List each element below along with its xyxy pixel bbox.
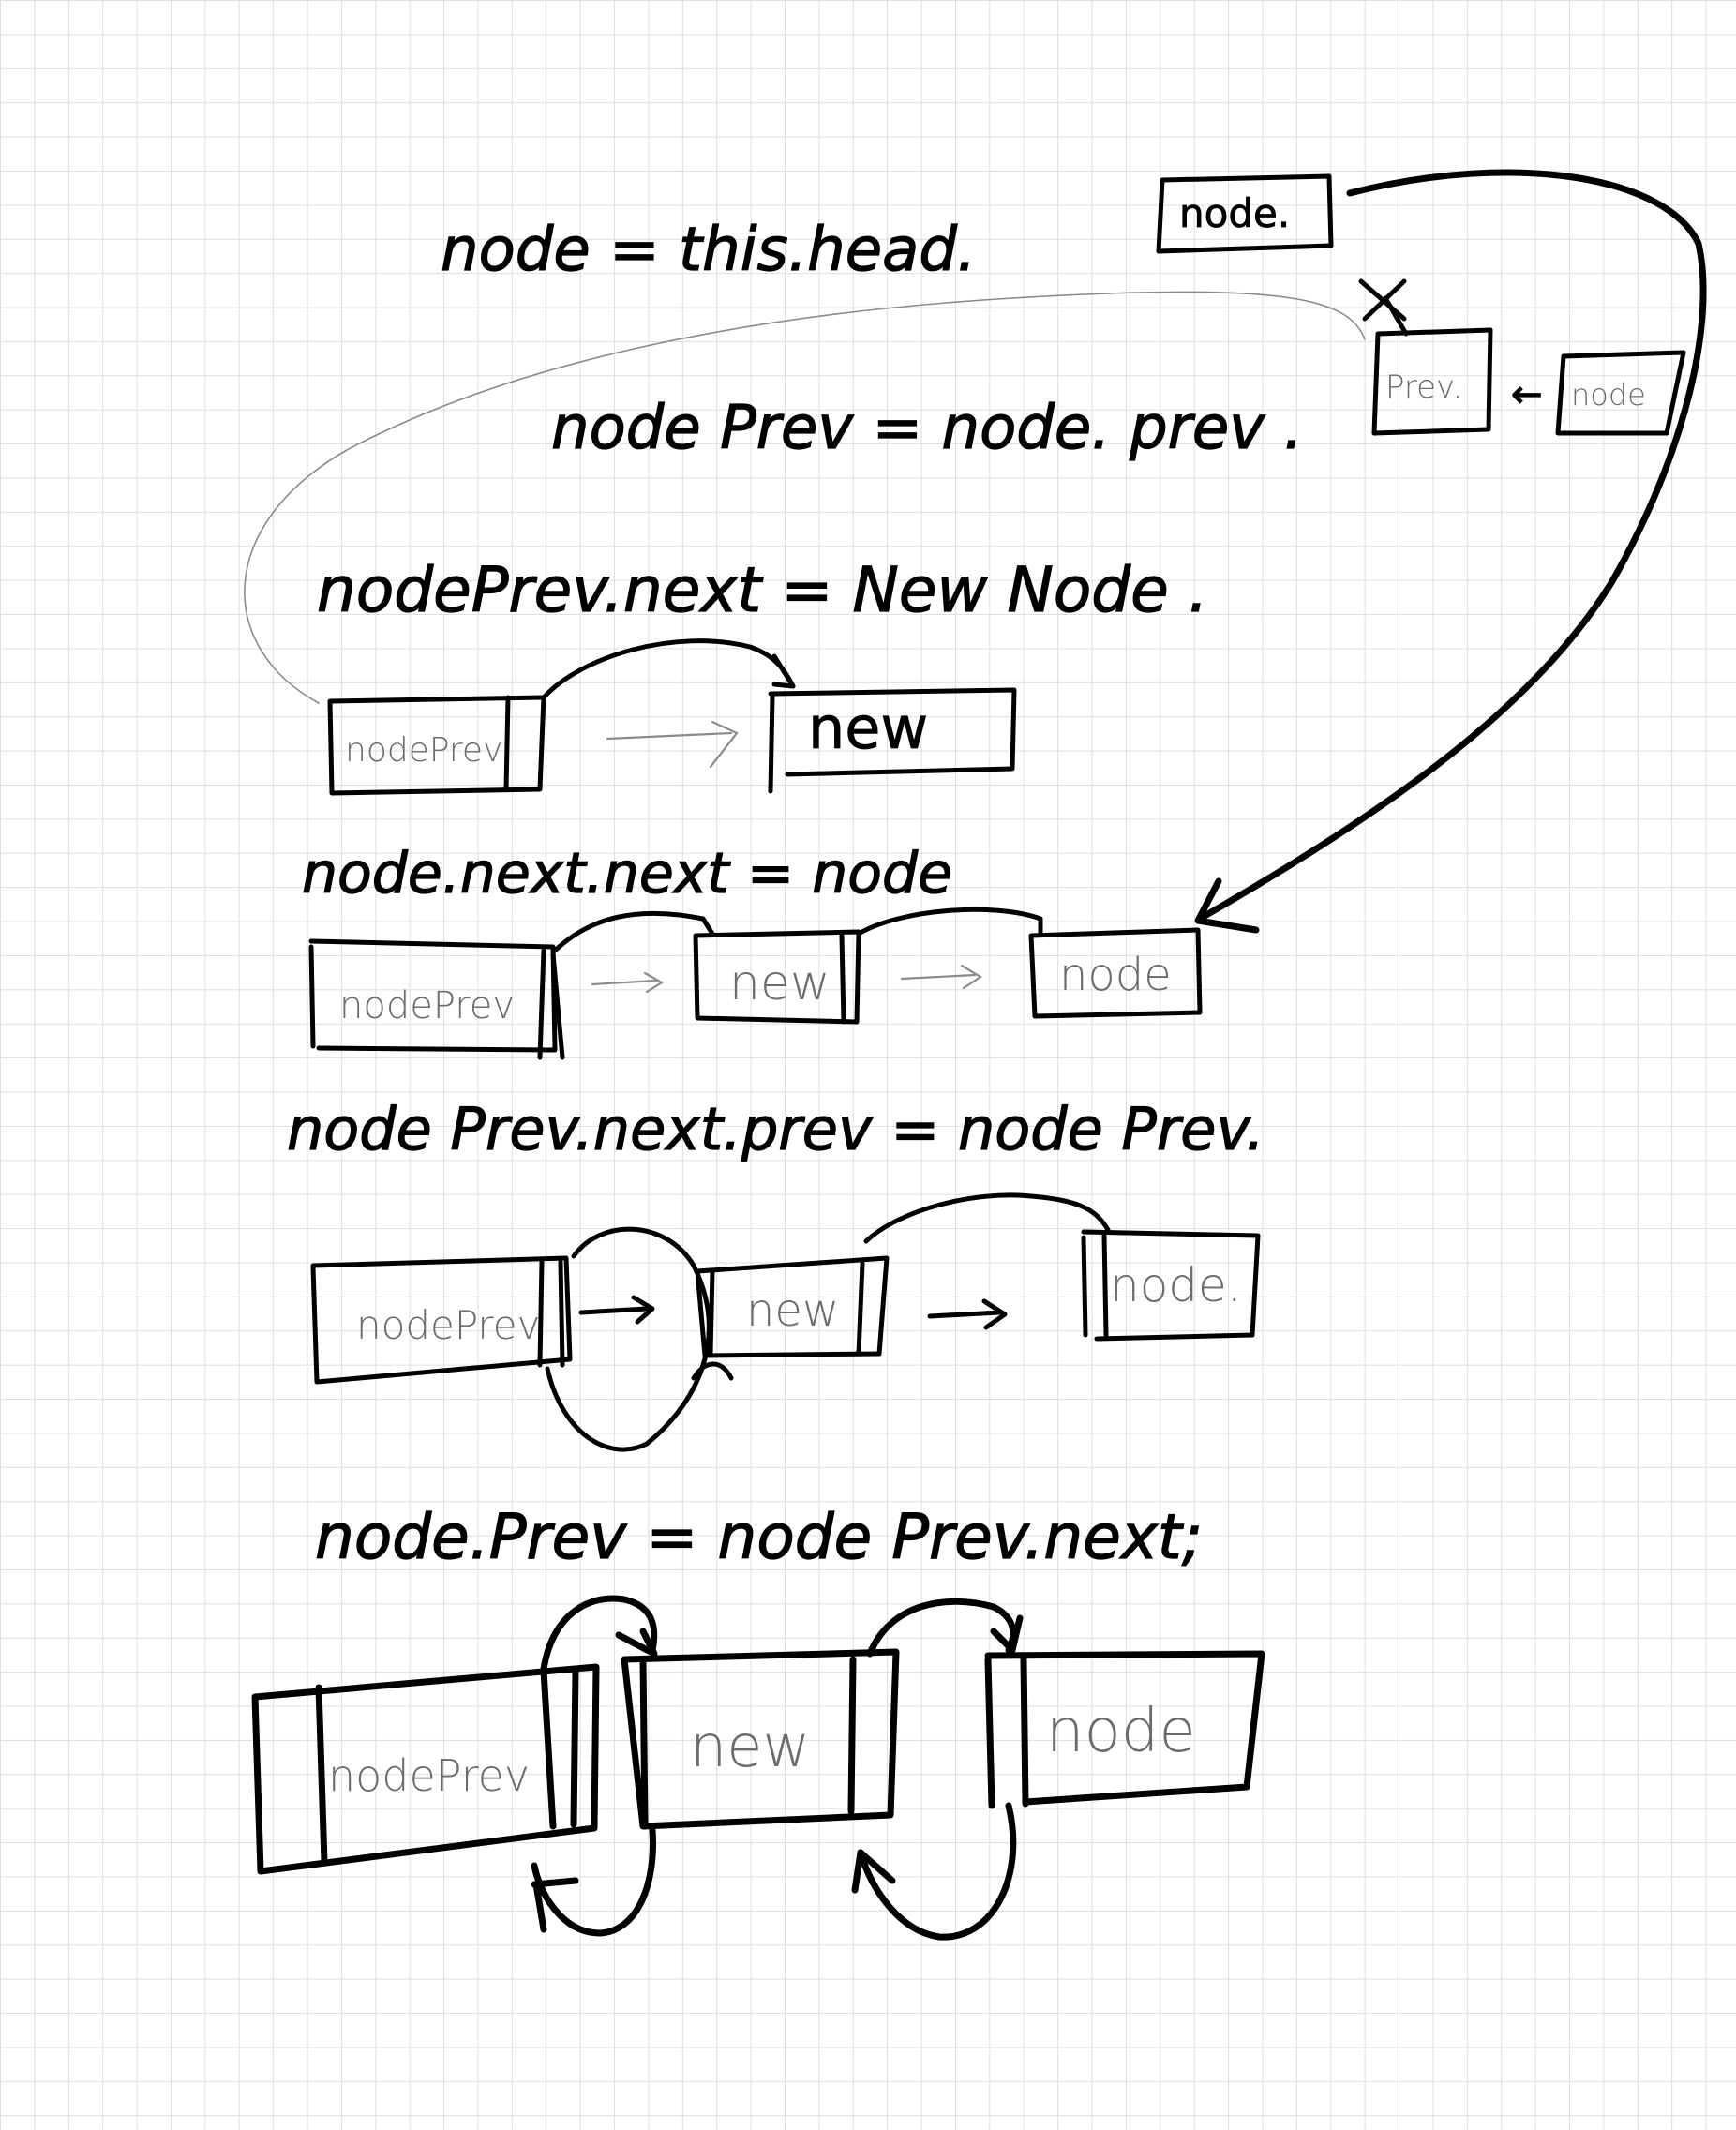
step5-diagram: nodePrev new node.: [310, 1192, 1261, 1452]
step4-new-label: new: [729, 955, 830, 1012]
node-small-label: node: [1571, 377, 1646, 412]
step-6-code: node.Prev = node Prev.next;: [315, 1501, 1203, 1573]
step4-diagram: nodePrev new node: [308, 907, 1203, 1060]
step4-nodePrev-label: nodePrev: [339, 984, 515, 1028]
step-2-code: node Prev = node. prev .: [551, 394, 1303, 463]
step5-nodePrev-label: nodePrev: [356, 1302, 540, 1348]
left-arrow-glyph: ←: [1511, 373, 1543, 416]
step3-new-label: new: [808, 694, 928, 762]
step-4-code: node.next.next = node: [302, 841, 952, 907]
step6-diagram: nodePrev new node: [251, 1595, 1265, 1941]
head-node-box: node.: [1156, 173, 1334, 254]
node-small-box: node: [1555, 350, 1686, 436]
head-node-label: node.: [1179, 190, 1290, 236]
head-to-node-arrow: [1196, 169, 1707, 922]
prev-node-box: Prev.: [1358, 278, 1493, 436]
step3-nodePrev-label: nodePrev: [345, 731, 502, 770]
step6-new-label: new: [690, 1712, 810, 1780]
step-5-code: node Prev.next.prev = node Prev.: [287, 1095, 1265, 1163]
step6-node-label: node: [1046, 1697, 1196, 1766]
prev-node-label: Prev.: [1385, 368, 1462, 406]
head-to-node-arrowhead: [1194, 878, 1260, 934]
step4-node-label: node: [1059, 949, 1172, 1001]
step5-node-label: node.: [1110, 1258, 1242, 1312]
step3-diagram: nodePrev new: [327, 638, 1017, 796]
step5-new-label: new: [746, 1284, 839, 1337]
step6-nodePrev-label: nodePrev: [328, 1750, 530, 1801]
step-1-code: node = this.head.: [441, 216, 976, 285]
step-3-code: nodePrev.next = New Node .: [317, 554, 1208, 626]
faint-curve: [244, 291, 1366, 704]
